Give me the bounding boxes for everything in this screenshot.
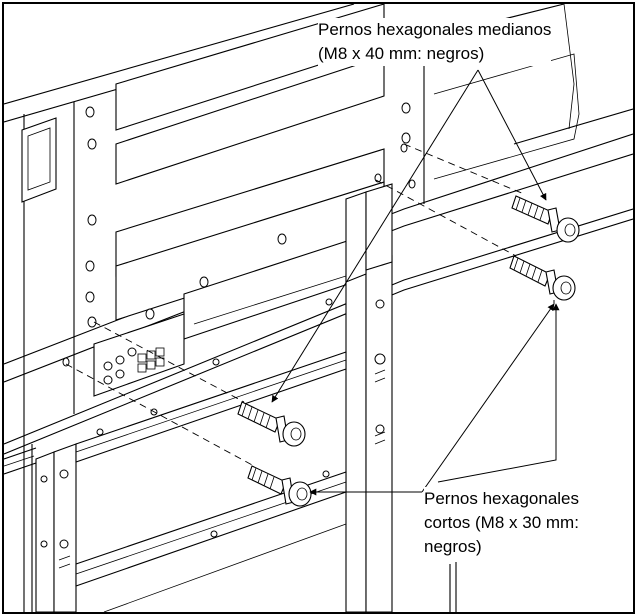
rear-panel-plates [115,4,385,340]
callout-medium-line2: (M8 x 40 mm: negros) [318,44,485,63]
callout-medium-line1: Pernos hexagonales medianos [318,20,552,39]
leader-arrows [271,69,560,496]
callout-short-line1: Pernos hexagonales [424,489,580,508]
callout-short-line3: negros) [424,537,482,556]
terminal-block [93,313,185,397]
callout-short-bolts: Pernos hexagonales cortos (M8 x 30 mm: n… [424,487,580,559]
callout-short-line2: cortos (M8 x 30 mm: [424,513,579,532]
stand-frame [4,183,457,612]
bolt-medium-upper [511,195,580,243]
bolt-short-upper [237,401,306,447]
alignment-lines [65,143,525,467]
assembly-illustration [4,4,633,612]
mounting-holes [62,102,416,367]
callout-medium-bolts: Pernos hexagonales medianos (M8 x 40 mm:… [318,18,552,66]
bolt-medium-lower [509,255,576,301]
